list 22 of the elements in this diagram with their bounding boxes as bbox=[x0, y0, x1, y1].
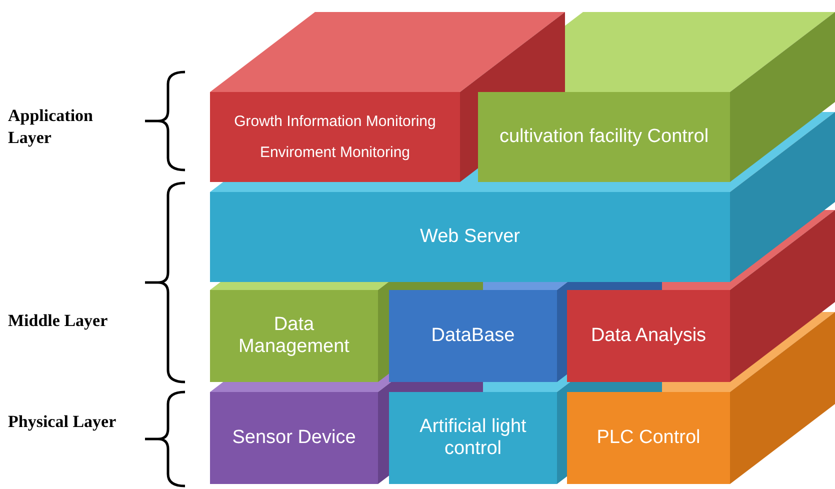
block bbox=[567, 392, 730, 484]
block-label: Data Analysis bbox=[590, 325, 706, 347]
block bbox=[210, 192, 730, 282]
block-label: DataBase bbox=[431, 325, 515, 347]
block bbox=[210, 290, 378, 382]
block-label: Data Management bbox=[238, 314, 350, 358]
block-label: Growth Information Monitoring bbox=[234, 113, 436, 130]
block bbox=[567, 290, 730, 382]
block bbox=[389, 290, 557, 382]
block-label: PLC Control bbox=[596, 427, 700, 449]
block-label: cultivation facility Control bbox=[499, 126, 709, 148]
block bbox=[478, 92, 730, 182]
block-label: Web Server bbox=[420, 226, 520, 248]
block-label: Enviroment Monitoring bbox=[260, 144, 410, 161]
block bbox=[210, 392, 378, 484]
layer-label: Physical Layer bbox=[8, 411, 118, 433]
block-label: Artificial light control bbox=[418, 416, 528, 460]
block bbox=[210, 92, 460, 182]
block bbox=[389, 392, 557, 484]
layer-label: Middle Layer bbox=[8, 310, 109, 332]
layer-label: Application Layer bbox=[8, 105, 94, 149]
block-label: Sensor Device bbox=[232, 427, 356, 449]
